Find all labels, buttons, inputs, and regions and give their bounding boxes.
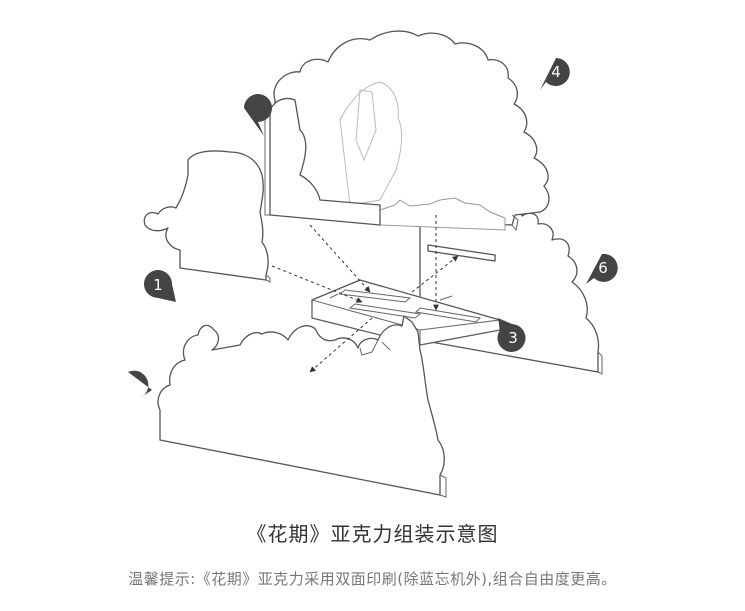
marker-6-label: 6	[598, 259, 608, 277]
marker-3-label: 3	[508, 329, 518, 347]
marker-5: 5	[123, 370, 152, 398]
marker-1-label: 1	[153, 276, 163, 294]
marker-5-label: 5	[123, 378, 133, 396]
marker-2-label: 2	[239, 113, 249, 131]
piece-1-panel	[143, 150, 271, 283]
assembly-arrows	[271, 215, 459, 373]
diagram-title: 《花期》亚克力组装示意图	[246, 522, 499, 546]
marker-4-label: 4	[551, 63, 561, 81]
piece-5-panel	[157, 315, 447, 498]
marker-6: 6	[586, 253, 618, 284]
marker-1: 1	[144, 270, 176, 302]
marker-3: 3	[497, 318, 526, 352]
piece-4-panel	[273, 30, 550, 232]
diagram-note: 温馨提示:《花期》亚克力采用双面印刷(除蓝忘机外),组合自由度更高。	[128, 570, 617, 588]
marker-2: 2	[239, 94, 272, 136]
marker-4: 4	[540, 58, 570, 90]
